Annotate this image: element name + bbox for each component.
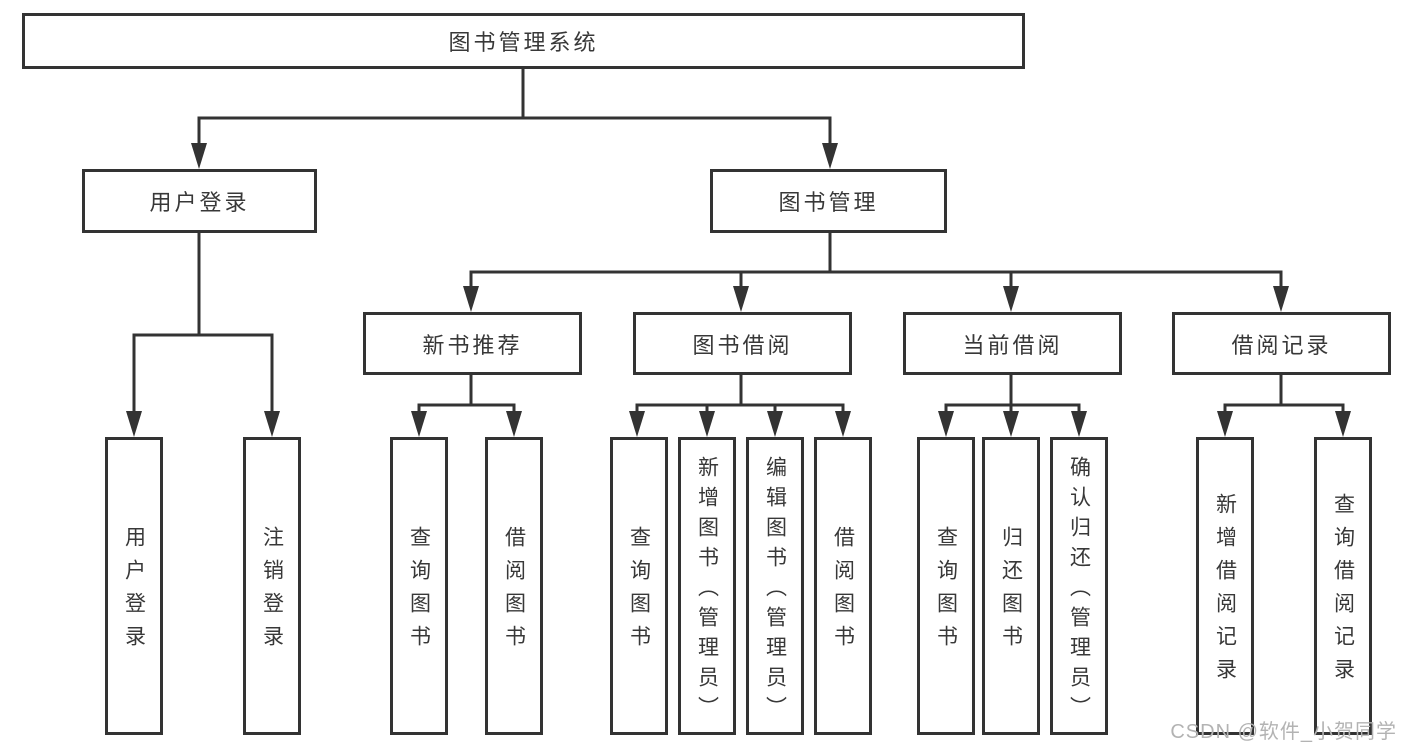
node-current-borrow: 当前借阅 — [903, 312, 1122, 375]
csdn-watermark: CSDN @软件_小贺同学 — [1170, 721, 1397, 743]
node-new-book-recommend: 新书推荐 — [363, 312, 582, 375]
node-library-management-system: 图书管理系统 — [22, 13, 1025, 69]
node-label: 用户登录 — [122, 526, 146, 658]
node-label: 图书管理 — [778, 190, 879, 215]
leaf-borrow-books-recommend: 借阅图书 — [485, 437, 543, 735]
connector-user-login-children — [126, 229, 280, 437]
node-book-borrow: 图书借阅 — [633, 312, 852, 375]
connector-book-management-children — [463, 229, 1289, 312]
node-label: 编辑图书（管理员） — [763, 455, 787, 726]
node-label: 查询图书 — [407, 526, 431, 658]
connector-book-borrow-children — [629, 371, 851, 437]
leaf-edit-books-admin: 编辑图书（管理员） — [746, 437, 804, 735]
node-label: 新书推荐 — [422, 332, 523, 358]
node-label: 查询借阅记录 — [1331, 493, 1355, 691]
leaf-query-borrow-record: 查询借阅记录 — [1314, 437, 1372, 735]
node-label: 借阅图书 — [831, 526, 855, 658]
leaf-borrow-books: 借阅图书 — [814, 437, 872, 735]
node-user-login: 用户登录 — [82, 169, 317, 233]
node-label: 当前借阅 — [962, 332, 1063, 358]
connector-new-book-recommend-children — [411, 371, 522, 437]
node-label: 图书借阅 — [692, 332, 793, 358]
leaf-confirm-return-admin: 确认归还（管理员） — [1050, 437, 1108, 735]
node-borrow-records: 借阅记录 — [1172, 312, 1391, 375]
connector-borrow-records-children — [1217, 371, 1351, 437]
connector-current-borrow-children — [938, 371, 1087, 437]
node-label: 注销登录 — [260, 526, 284, 658]
node-label: 确认归还（管理员） — [1067, 455, 1091, 726]
node-label: 借阅记录 — [1231, 332, 1332, 358]
node-label: 新增借阅记录 — [1213, 493, 1237, 691]
leaf-logout: 注销登录 — [243, 437, 301, 735]
leaf-query-books-recommend: 查询图书 — [390, 437, 448, 735]
connector-root-to-level1 — [191, 65, 838, 169]
node-label: 查询图书 — [934, 526, 958, 658]
node-label: 借阅图书 — [502, 526, 526, 658]
leaf-add-borrow-record: 新增借阅记录 — [1196, 437, 1254, 735]
node-label: 图书管理系统 — [448, 30, 599, 55]
leaf-query-books-borrow: 查询图书 — [610, 437, 668, 735]
node-label: 查询图书 — [627, 526, 651, 658]
node-book-management: 图书管理 — [710, 169, 947, 233]
node-label: 归还图书 — [999, 526, 1023, 658]
leaf-query-books-current: 查询图书 — [917, 437, 975, 735]
leaf-add-books-admin: 新增图书（管理员） — [678, 437, 736, 735]
leaf-user-login: 用户登录 — [105, 437, 163, 735]
node-label: 用户登录 — [149, 190, 250, 215]
node-label: 新增图书（管理员） — [695, 455, 719, 726]
leaf-return-books: 归还图书 — [982, 437, 1040, 735]
